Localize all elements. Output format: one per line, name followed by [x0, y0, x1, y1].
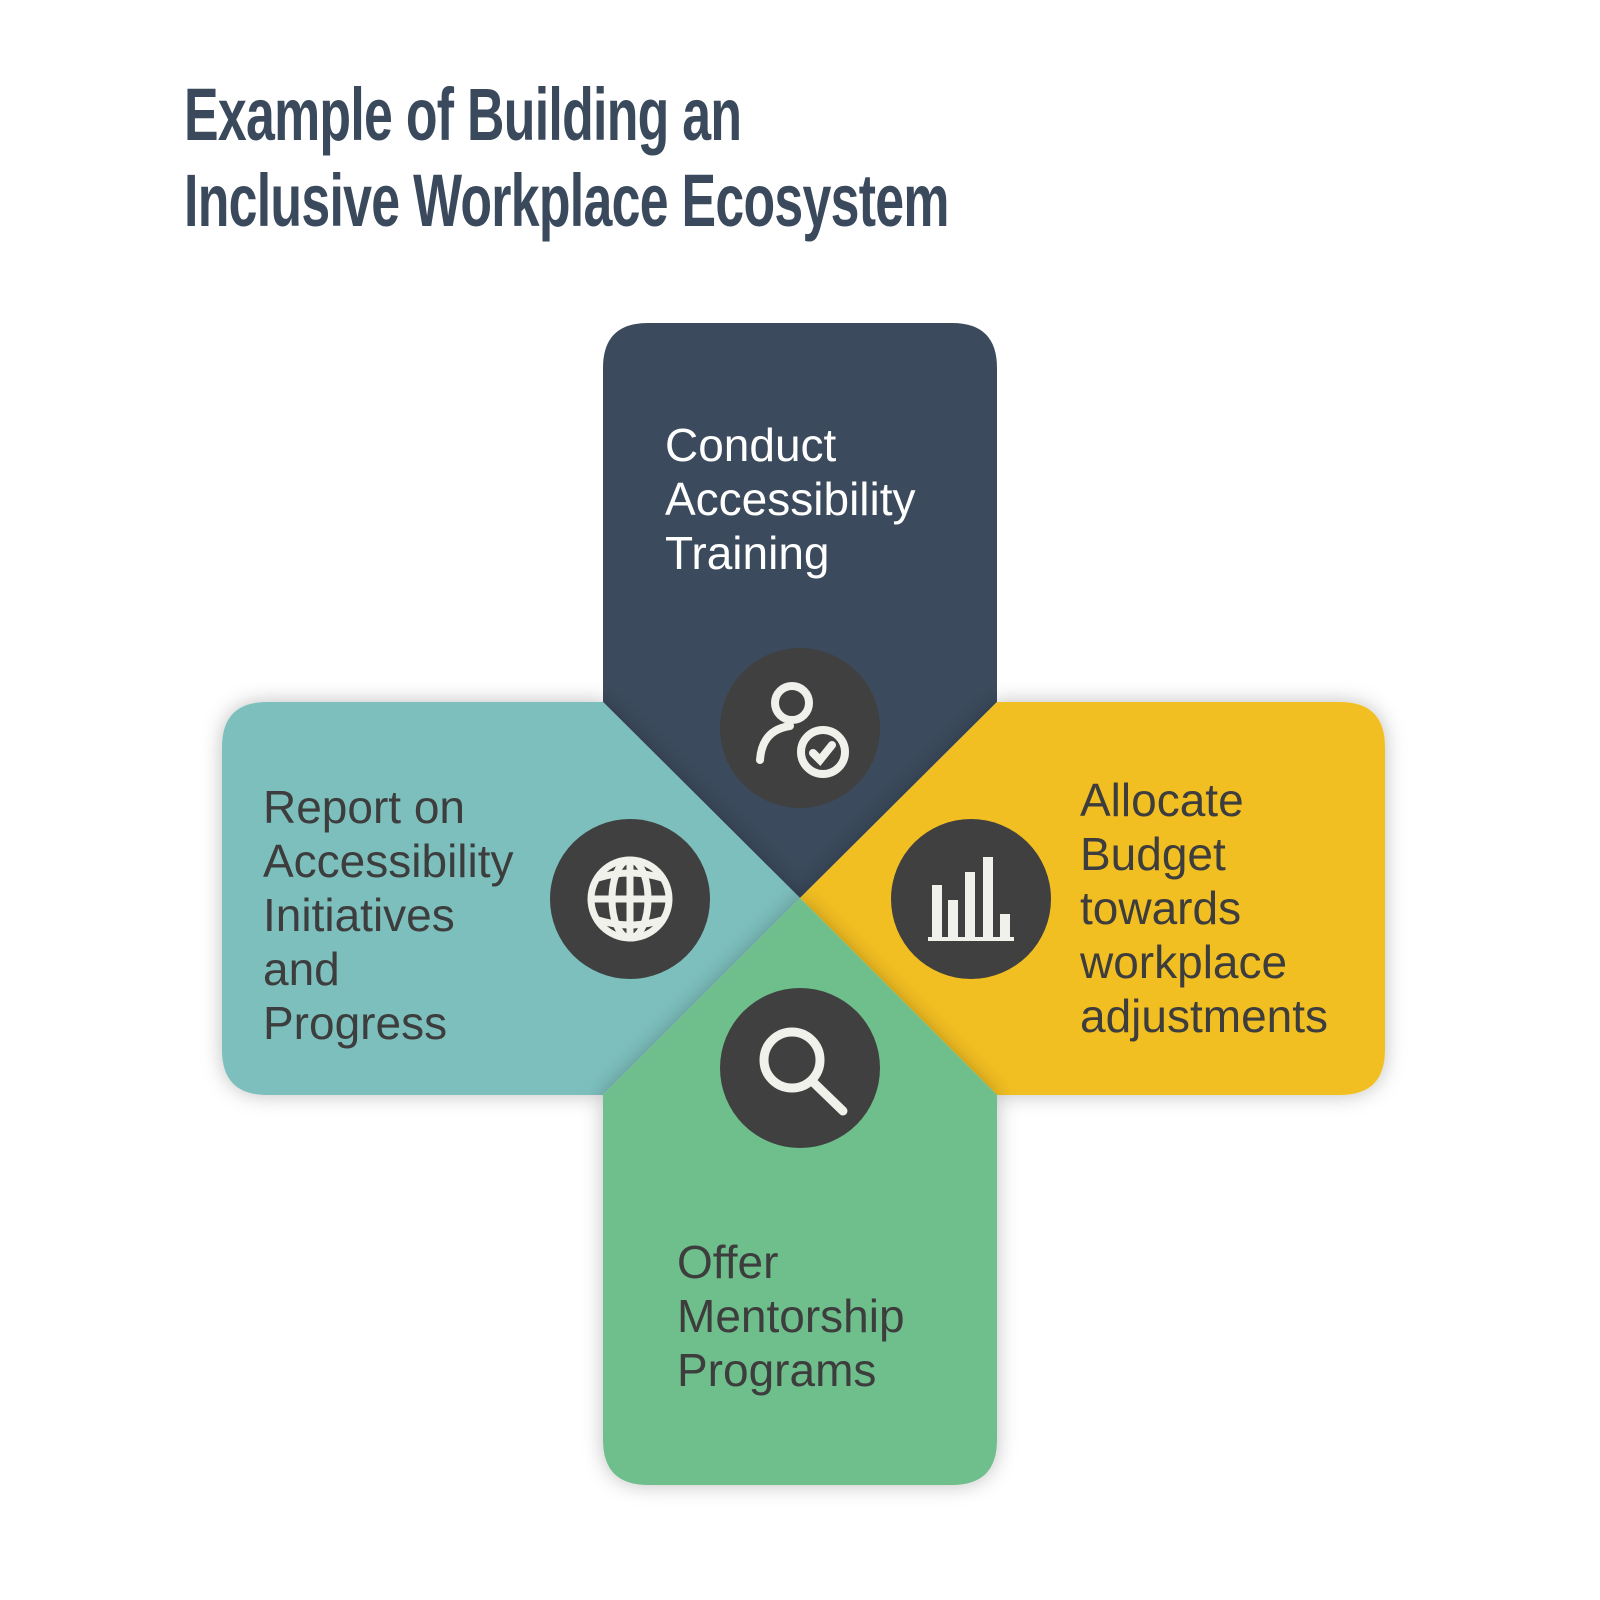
- label-line: Accessibility: [665, 473, 916, 525]
- label-line: Budget: [1080, 828, 1226, 880]
- label-line: Mentorship: [677, 1290, 905, 1342]
- label-line: Programs: [677, 1344, 877, 1396]
- arm-bottom: [603, 898, 997, 1485]
- bar-chart-icon: [891, 819, 1051, 979]
- user-check-icon: [720, 648, 880, 808]
- globe-icon: [550, 819, 710, 979]
- title-line-1: Example of Building an: [184, 73, 742, 156]
- search-icon: [720, 988, 880, 1148]
- arm-top: [603, 323, 997, 898]
- label-line: Initiatives: [263, 889, 455, 941]
- item-right-label: Allocate Budget towards workplace adjust…: [1080, 773, 1328, 1043]
- label-line: Conduct: [665, 419, 837, 471]
- label-line: Progress: [263, 997, 448, 1049]
- label-line: Offer: [677, 1236, 779, 1288]
- label-line: Accessibility: [263, 835, 514, 887]
- arm-right: [800, 702, 1385, 1095]
- item-top-label: Conduct Accessibility Training: [665, 418, 916, 580]
- title-line-2: Inclusive Workplace Ecosystem: [184, 159, 949, 242]
- label-line: Allocate: [1080, 774, 1244, 826]
- label-line: Training: [665, 527, 830, 579]
- arm-left: [222, 702, 800, 1095]
- label-line: adjustments: [1080, 990, 1329, 1042]
- item-left-label: Report on Accessibility Initiatives and …: [263, 780, 514, 1050]
- label-line: workplace: [1080, 936, 1288, 988]
- item-bottom-label: Offer Mentorship Programs: [677, 1235, 905, 1397]
- label-line: and: [263, 943, 340, 995]
- label-line: Report on: [263, 781, 466, 833]
- label-line: towards: [1080, 882, 1242, 934]
